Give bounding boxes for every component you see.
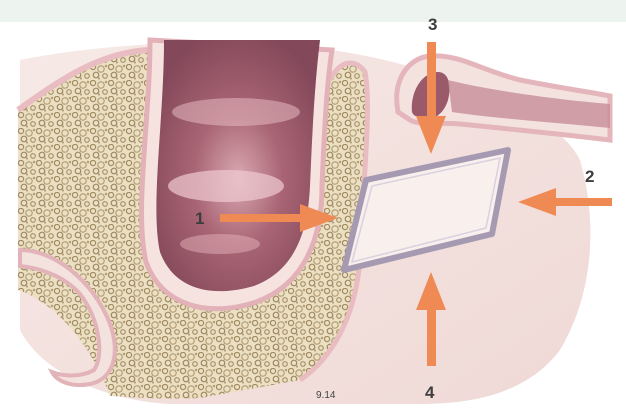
label-3: 3 (428, 15, 437, 34)
label-4: 4 (425, 383, 435, 402)
scan-top-band (0, 0, 626, 22)
figure-number: 9.14 (316, 390, 336, 401)
label-1: 1 (195, 209, 204, 228)
cavity-highlight-top (172, 98, 300, 126)
cavity-highlight-low (180, 234, 260, 254)
label-2: 2 (585, 167, 594, 186)
cavity-highlight-mid (168, 170, 284, 202)
